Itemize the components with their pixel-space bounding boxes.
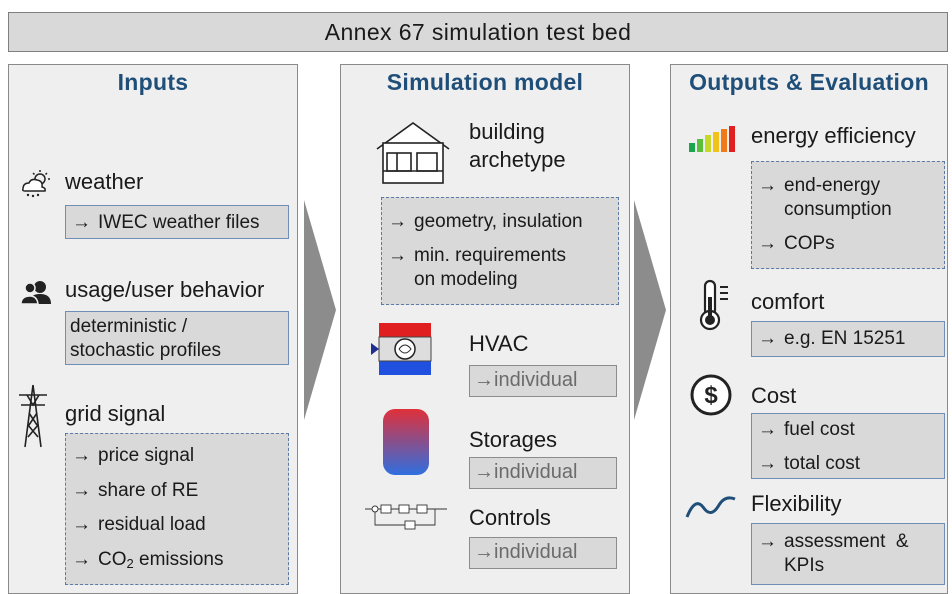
- heat-exchanger-icon: [371, 321, 435, 377]
- comfort-label: comfort: [751, 289, 825, 314]
- hvac-box: →individual: [469, 365, 617, 397]
- model-column: Simulation model building archetype →geo…: [340, 64, 630, 594]
- grid-item-1: →price signal: [72, 445, 195, 466]
- controls-box: →individual: [469, 537, 617, 569]
- storages-label: Storages: [469, 427, 558, 452]
- building-line-1: building: [469, 119, 545, 144]
- comfort-box: →e.g. EN 15251: [751, 321, 945, 357]
- usage-label: usage/user behavior: [65, 277, 265, 302]
- cost-item-2: →total cost: [758, 453, 861, 474]
- flexibility-item-1b: KPIs: [784, 555, 825, 576]
- usage-box: deterministic / stochastic profiles: [65, 311, 289, 365]
- controls-label: Controls: [469, 505, 551, 530]
- thermometer-icon: [697, 279, 733, 331]
- inputs-column: Inputs weather →IWEC weather files usage…: [8, 64, 298, 594]
- power-pylon-icon: [17, 383, 49, 449]
- comfort-item: e.g. EN 15251: [784, 328, 906, 349]
- usage-line-2: stochastic profiles: [70, 340, 222, 361]
- model-heading: Simulation model: [386, 69, 584, 95]
- weather-box: →IWEC weather files: [65, 205, 289, 239]
- building-line-2: archetype: [469, 147, 566, 172]
- energy-item-1: →end-energy: [758, 175, 881, 196]
- inputs-heading: Inputs: [117, 69, 189, 95]
- flexibility-box: →assessment & KPIs: [751, 523, 945, 585]
- title-bar: Annex 67 simulation test bed: [8, 12, 948, 52]
- flexibility-label: Flexibility: [751, 491, 842, 516]
- wave-icon: [685, 493, 737, 521]
- weather-label: weather: [65, 169, 144, 194]
- building-item-2b: on modeling: [414, 269, 518, 290]
- building-box: →geometry, insulation →min. requirements…: [381, 197, 619, 305]
- energy-label-icon: [687, 125, 737, 153]
- users-icon: [19, 279, 53, 305]
- energy-label: energy efficiency: [751, 123, 916, 148]
- weather-item: IWEC weather files: [98, 212, 260, 233]
- outputs-heading: Outputs & Evaluation: [689, 69, 929, 95]
- controls-item: individual: [494, 541, 578, 563]
- energy-box: →end-energy consumption →COPs: [751, 161, 945, 269]
- building-item-2: →min. requirements: [388, 245, 567, 266]
- cost-label: Cost: [751, 383, 797, 408]
- control-diagram-icon: [365, 501, 449, 533]
- energy-item-1b: consumption: [784, 199, 892, 220]
- storages-item: individual: [494, 461, 578, 483]
- grid-item-2: →share of RE: [72, 480, 199, 501]
- diagram-title: Annex 67 simulation test bed: [324, 18, 632, 45]
- outputs-column: Outputs & Evaluation energy efficiency →…: [670, 64, 948, 594]
- storage-tank-icon: [381, 407, 431, 477]
- grid-item-4: →CO2 emissions: [72, 549, 224, 571]
- hvac-item: individual: [494, 369, 578, 391]
- cost-box: →fuel cost →total cost: [751, 413, 945, 479]
- grid-label: grid signal: [65, 401, 166, 426]
- usage-line-1: deterministic /: [70, 316, 188, 337]
- grid-box: →price signal →share of RE →residual loa…: [65, 433, 289, 585]
- flow-arrow-1: [304, 200, 336, 420]
- grid-item-3: →residual load: [72, 514, 206, 535]
- building-item-1: →geometry, insulation: [388, 211, 583, 232]
- dollar-icon: $: [689, 373, 733, 417]
- flow-arrow-2: [634, 200, 666, 420]
- hvac-label: HVAC: [469, 331, 529, 356]
- weather-icon: [19, 169, 53, 199]
- storages-box: →individual: [469, 457, 617, 489]
- svg-text:$: $: [704, 382, 718, 409]
- cost-item-1: →fuel cost: [758, 419, 855, 440]
- energy-item-2: →COPs: [758, 233, 835, 254]
- flexibility-item-1: →assessment &: [758, 531, 909, 552]
- house-icon: [373, 119, 453, 185]
